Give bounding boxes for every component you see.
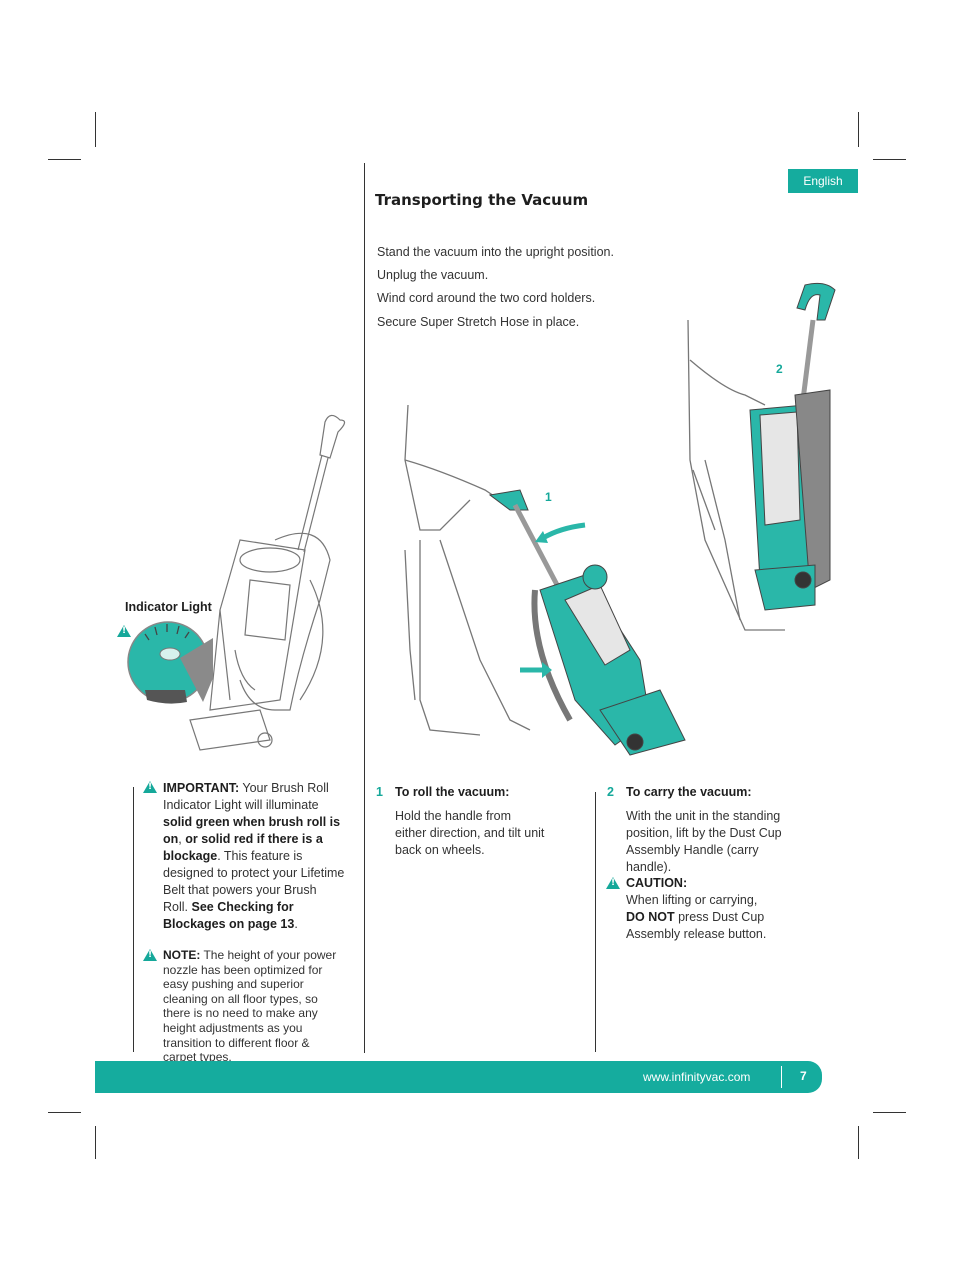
intro-step: Secure Super Stretch Hose in place.	[377, 315, 580, 329]
important-bold: solid green when brush roll is on	[163, 815, 341, 846]
warning-icon	[606, 877, 620, 889]
page-number: 7	[800, 1069, 807, 1083]
crop-mark	[95, 1126, 96, 1159]
important-text: Your Brush Roll Indicator Light will ill…	[163, 781, 329, 812]
column-divider	[133, 787, 134, 1052]
important-text: . This feature is designed to protect yo…	[163, 849, 345, 914]
caution-line: When lifting or carrying,	[626, 893, 758, 907]
warning-icon	[143, 781, 157, 793]
important-bold: See Checking for Blockages on page 13	[163, 900, 295, 931]
roll-vacuum-illustration	[404, 404, 686, 756]
warning-icon	[143, 949, 157, 961]
important-bold: or solid red if there is a blockage	[163, 832, 323, 863]
indicator-light-label: Indicator Light	[125, 600, 212, 614]
crop-mark	[873, 159, 906, 160]
step-text: Hold the handle from either direction, a…	[395, 809, 545, 857]
step-number: 1	[376, 785, 383, 799]
step-text: With the unit in the standing position, …	[626, 809, 782, 874]
language-tab: English	[788, 169, 858, 193]
callout-number: 2	[776, 362, 783, 376]
crop-mark	[858, 1126, 859, 1159]
caution-line: press Dust Cup Assembly release button.	[626, 910, 767, 941]
step-heading: To carry the vacuum:	[626, 785, 752, 799]
caution-text: When lifting or carrying, DO NOT press D…	[626, 892, 786, 943]
crop-mark	[48, 159, 81, 160]
caution-label: CAUTION:	[626, 876, 688, 890]
footer-url: www.infinityvac.com	[643, 1070, 751, 1084]
important-text: ,	[178, 832, 186, 846]
page-title: Transporting the Vacuum	[375, 191, 589, 209]
callout-number: 1	[545, 490, 552, 504]
indicator-light-callout	[127, 621, 213, 704]
crop-mark	[48, 1112, 81, 1113]
crop-mark	[873, 1112, 906, 1113]
note-body: The height of your power nozzle has been…	[163, 948, 337, 1065]
column-divider	[595, 792, 596, 1052]
important-label: IMPORTANT:	[163, 781, 240, 795]
intro-step: Unplug the vacuum.	[377, 268, 489, 282]
warning-icon	[117, 625, 131, 637]
step-heading: To roll the vacuum:	[395, 785, 510, 799]
footer-separator	[781, 1066, 782, 1088]
step-number: 2	[607, 785, 614, 799]
caution-bold: DO NOT	[626, 910, 675, 924]
note-label: NOTE:	[163, 948, 201, 962]
intro-step: Stand the vacuum into the upright positi…	[377, 245, 614, 259]
column-divider	[364, 163, 365, 1053]
crop-mark	[858, 112, 859, 147]
important-note: IMPORTANT: Your Brush Roll Indicator Lig…	[163, 780, 345, 933]
note-text: NOTE: The height of your power nozzle ha…	[163, 948, 343, 1065]
carry-vacuum-illustration	[687, 282, 836, 631]
important-text: .	[294, 917, 298, 931]
crop-mark	[95, 112, 96, 147]
intro-step: Wind cord around the two cord holders.	[377, 291, 596, 305]
vacuum-line-illustration	[189, 414, 346, 751]
footer-bar	[95, 1061, 822, 1093]
